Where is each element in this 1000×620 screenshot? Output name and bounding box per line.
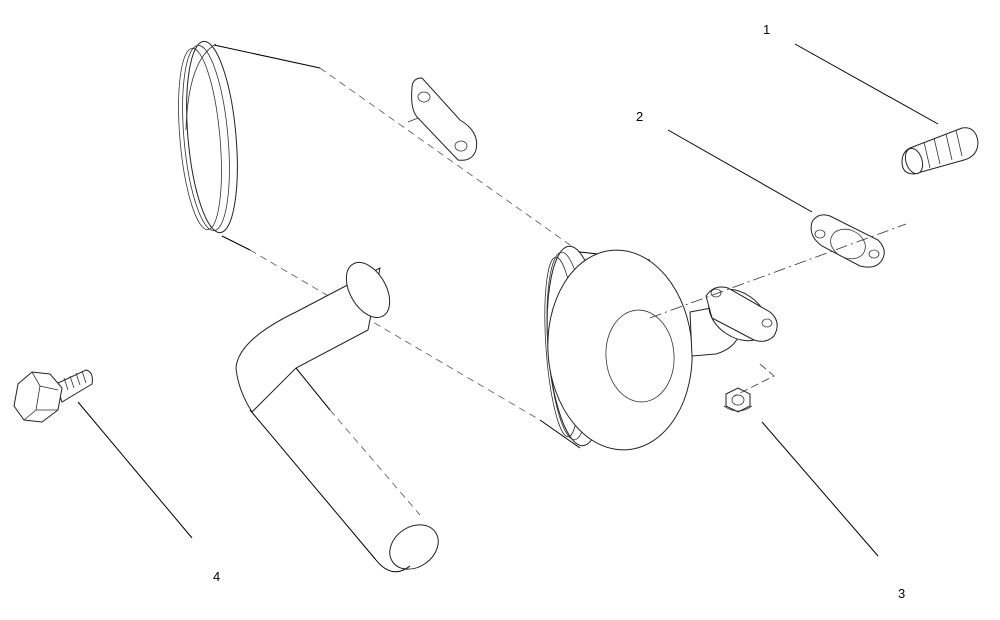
muffler-inlet-pipe <box>689 286 778 357</box>
muffler-top-flange <box>407 77 478 161</box>
leader-line-3 <box>761 421 879 557</box>
leader-line-1 <box>794 43 939 125</box>
gasket-part-2 <box>810 214 885 268</box>
callout-3: 3 <box>898 586 906 601</box>
leader-line-4 <box>77 401 193 539</box>
stud-part-1 <box>901 127 979 175</box>
callout-2: 2 <box>636 109 644 124</box>
muffler-front-cap <box>544 245 693 451</box>
leader-line-2 <box>667 129 813 213</box>
muffler-tailpipe <box>235 262 439 573</box>
muffler-rear-cap <box>178 40 238 234</box>
muffler <box>178 40 778 573</box>
flange-bolt-part-4 <box>13 369 93 423</box>
callout-1: 1 <box>763 22 771 37</box>
callout-4: 4 <box>213 569 221 584</box>
flange-nut-part-3 <box>723 387 753 413</box>
